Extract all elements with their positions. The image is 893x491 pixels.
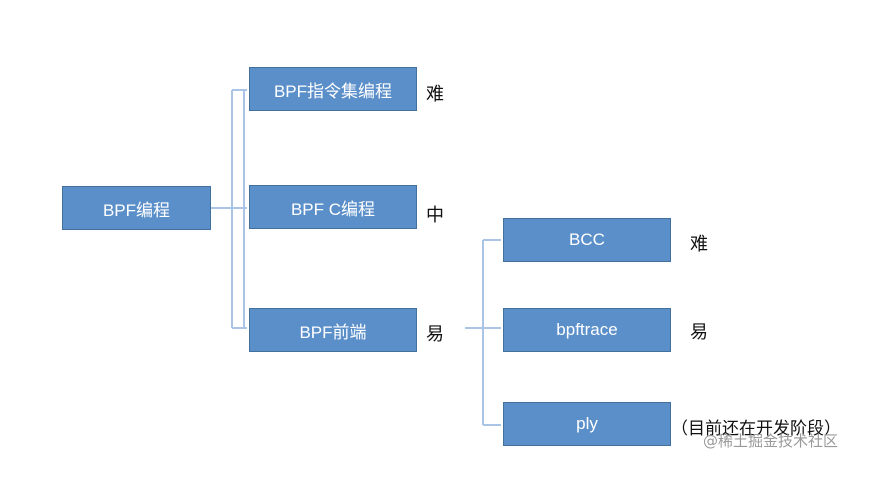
- ply-note: （目前还在开发阶段）: [671, 419, 841, 439]
- node-bpf-frontend: BPF前端: [249, 308, 417, 352]
- root-node: BPF编程: [62, 186, 211, 230]
- node-bpf-c: BPF C编程: [249, 185, 417, 229]
- root-connector: [211, 89, 247, 329]
- node-bpf-instruction-set: BPF指令集编程: [249, 67, 417, 111]
- node-bcc: BCC: [503, 218, 671, 262]
- node-bpftrace: bpftrace: [503, 308, 671, 352]
- watermark-text: @稀土掘金技术社区: [703, 432, 839, 450]
- bpftrace-note: 易: [690, 322, 708, 343]
- difficulty-label-medium: 中: [426, 205, 444, 226]
- difficulty-label-easy: 易: [426, 324, 444, 345]
- node-ply: ply: [503, 402, 671, 446]
- difficulty-label-hard: 难: [426, 84, 444, 105]
- frontend-connector: [465, 239, 501, 426]
- bcc-note: 难: [690, 234, 708, 255]
